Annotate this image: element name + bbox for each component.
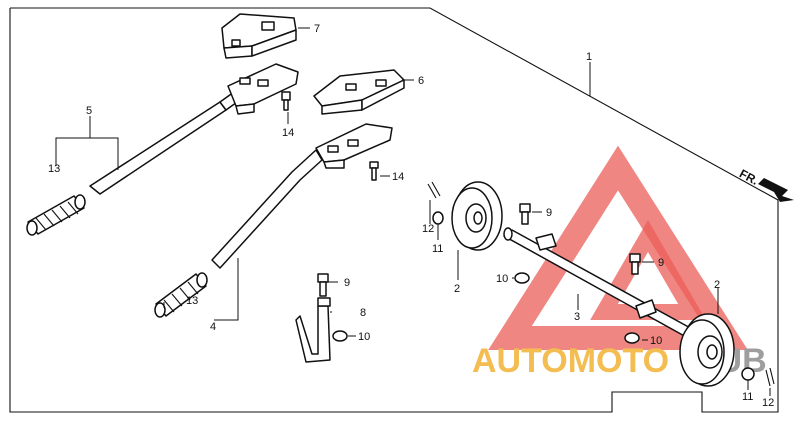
callout-4: 4 [210,321,216,333]
callout-12-left: 12 [422,223,434,235]
front-direction-arrow-icon [758,178,794,202]
part-3-axle [503,227,695,339]
part-2-right-wheel [679,313,735,387]
part-2-left-wheel [451,181,503,251]
part-4-lower-handlebar [211,123,393,269]
part-12-cotter-pin-left [427,181,441,199]
callout-9-axle-right: 9 [658,257,664,269]
part-12-cotter-pin-right [765,367,775,387]
callout-13-lower: 13 [186,295,198,307]
callout-2-right: 2 [714,279,720,291]
callout-14-lower: 14 [392,171,404,183]
callout-7: 7 [314,23,320,35]
part-9-bolt-lower-bracket [317,273,329,297]
callout-10-axle: 10 [496,273,508,285]
watermark-text-automoto: AUTOMOTO [472,342,669,380]
watermark-triangle-outer [488,145,748,350]
callout-11-right: 11 [742,391,753,403]
callout-10-right: 10 [650,335,662,347]
part-7-upper-bracket [221,13,297,59]
callout-1: 1 [586,51,592,63]
part-10-nut-lower-bracket [332,330,348,342]
assembly-boundary [9,7,779,413]
callout-11-left: 11 [432,243,443,255]
callout-6: 6 [418,75,424,87]
front-direction-indicator: FR. [737,166,794,202]
callout-14-upper: 14 [282,127,294,139]
callout-9-axle-top: 9 [546,207,552,219]
front-direction-label: FR. [737,166,761,187]
part-10-nut-axle-mid [514,272,530,284]
part-14-lower-bolt [369,161,379,181]
leader-lines [55,27,771,396]
part-6-middle-bracket [313,69,405,115]
callout-13-upper: 13 [48,163,60,175]
part-5-upper-handlebar [89,63,299,195]
callout-8: 8 [360,307,366,319]
part-8-stand-bracket [295,297,331,363]
callout-12-right: 12 [762,397,774,409]
callout-2-left: 2 [454,283,460,295]
callout-10-bracket: 10 [358,331,370,343]
part-14-upper-bolt [281,91,291,111]
part-9-bolt-axle-top [519,203,531,225]
part-13-upper-grip [26,194,86,236]
part-11-washer-left [432,211,444,225]
part-9-bolt-axle-right [629,253,641,275]
part-13-lower-grip [154,272,208,318]
callout-3: 3 [574,311,580,323]
callout-5: 5 [86,105,92,117]
callout-9-bracket: 9 [344,277,350,289]
callout-labels: 1 7 6 5 13 14 14 13 4 9 8 10 12 11 2 9 1… [48,23,774,409]
part-10-nut-axle-right [624,332,640,344]
part-11-washer-right [741,367,755,381]
